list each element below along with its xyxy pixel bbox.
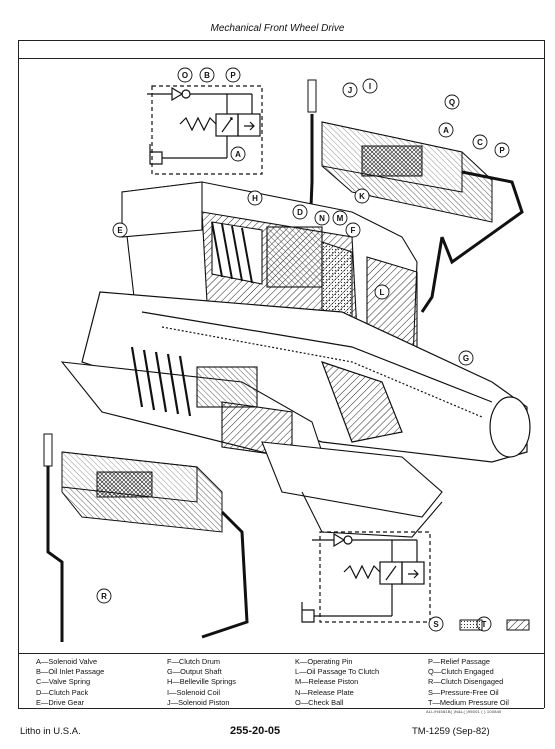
- callout-circle-r: [96, 588, 112, 604]
- legend-col-1: A—Solenoid Valve B—Oil Inlet Passage C—V…: [36, 657, 104, 708]
- output-shaft: [81, 291, 531, 463]
- left-border: [18, 40, 19, 708]
- callout-labels: O B P A J I Q K C P A E H D N MF L G R S T: [96, 67, 510, 632]
- solenoid-valve-top: [307, 79, 524, 313]
- legend-item: E—Drive Gear: [36, 697, 85, 707]
- legend-item: N—Release Plate: [295, 687, 354, 697]
- callout-circle-i: [362, 78, 378, 94]
- legend-item: T—Medium Pressure Oil: [428, 697, 509, 707]
- callout-letter-b: B: [204, 71, 210, 80]
- legend-item: A—Solenoid Valve: [36, 657, 98, 666]
- callout-circle-e: [112, 222, 128, 238]
- callout-letter-t: T: [482, 620, 487, 629]
- callout-circle-j: [342, 82, 358, 98]
- legend-item: L—Oil Passage To Clutch: [295, 667, 380, 677]
- legend-item: B—Oil Inlet Passage: [36, 667, 105, 677]
- callout-letter-f: F: [351, 226, 356, 235]
- callout-circle-n: [314, 210, 330, 226]
- callout-letter-p: P: [230, 71, 236, 80]
- legend-item: C—Valve Spring: [36, 677, 91, 687]
- callout-letter-g: G: [463, 354, 469, 363]
- callout-circle-m: [332, 210, 348, 226]
- page-number: 255-20-05: [230, 725, 281, 737]
- callout-letter-a: A: [443, 126, 449, 135]
- right-border: [544, 40, 545, 708]
- callout-letter-k: K: [359, 192, 365, 201]
- solenoid-valve-bottom: [43, 433, 249, 642]
- callout-circle-p: [494, 142, 510, 158]
- callout-letter-j: J: [348, 86, 352, 95]
- callout-circle-o: [177, 67, 193, 83]
- callout-circle-d: [292, 204, 308, 220]
- callout-letter-e: E: [117, 226, 123, 235]
- callout-letter-c: C: [477, 138, 483, 147]
- callout-letter-n: N: [319, 214, 325, 223]
- legend-item: K—Operating Pin: [295, 657, 353, 666]
- legend-item: S—Pressure-Free Oil: [428, 687, 499, 697]
- legend-item: H—Belleville Springs: [167, 677, 237, 687]
- legend-item: F—Clutch Drum: [167, 657, 220, 666]
- key-swatches: [459, 619, 530, 631]
- legend-item: D—Clutch Pack: [36, 687, 89, 697]
- callout-circle-a: [230, 146, 246, 162]
- callout-circle-h: [247, 190, 263, 206]
- legend-item: I—Solenoid Coil: [167, 687, 220, 697]
- schematic-bottom: [301, 531, 431, 623]
- callout-letter-i: I: [369, 82, 371, 91]
- manual-id: TM-1259 (Sep-82): [412, 726, 490, 737]
- footer-printer: Litho in U.S.A.: [20, 726, 81, 737]
- footer-rule: [18, 708, 544, 709]
- legend-item: O—Check Ball: [295, 697, 344, 707]
- callout-letter-h: H: [252, 194, 258, 203]
- callout-circle-p: [225, 67, 241, 83]
- callout-circle-k: [354, 188, 370, 204]
- callout-circle-c: [472, 134, 488, 150]
- callout-circle-l: [374, 284, 390, 300]
- legend-col-4: P—Relief Passage Q—Clutch Engaged R—Clut…: [428, 657, 509, 708]
- callout-letter-a: A: [235, 150, 241, 159]
- callout-letter-q: Q: [449, 98, 455, 107]
- page-title: Mechanical Front Wheel Drive: [210, 23, 345, 34]
- callout-letter-o: O: [182, 71, 188, 80]
- callout-circle-b: [199, 67, 215, 83]
- legend-rule: [18, 653, 544, 654]
- lower-gear-stack: [60, 346, 443, 538]
- legend-col-3: K—Operating Pin L—Oil Passage To Clutch …: [295, 657, 379, 708]
- legend-item: P—Relief Passage: [428, 657, 491, 666]
- callout-letter-m: M: [337, 214, 344, 223]
- legend-col-2: F—Clutch Drum G—Output Shaft H—Bellevill…: [167, 657, 236, 708]
- legend-item: M—Release Piston: [295, 677, 359, 687]
- callout-letter-l: L: [380, 288, 385, 297]
- legend-item: R—Clutch Disengaged: [428, 677, 504, 687]
- callout-circle-a: [438, 122, 454, 138]
- callout-circle-g: [458, 350, 474, 366]
- callout-letter-r: R: [101, 592, 107, 601]
- schematic-top: [147, 85, 263, 175]
- legend-item: J—Solenoid Piston: [167, 697, 230, 707]
- header-rule: [18, 40, 544, 41]
- figure-top-rule: [18, 58, 544, 59]
- mfwd-cutaway-illustration: O B P A J I Q K C P A E H D N MF L G R S T: [43, 67, 531, 642]
- callout-letter-d: D: [297, 208, 303, 217]
- callout-circle-q: [444, 94, 460, 110]
- callout-circle-s: [428, 616, 444, 632]
- legend-item: G—Output Shaft: [167, 667, 222, 677]
- callout-circle-f: [345, 222, 361, 238]
- callout-letter-p: P: [499, 146, 505, 155]
- image-code: ALL/H4581B( )N&L( )95001 ( ) 100840: [426, 709, 502, 714]
- legend-item: Q—Clutch Engaged: [428, 667, 494, 677]
- callout-letter-s: S: [433, 620, 439, 629]
